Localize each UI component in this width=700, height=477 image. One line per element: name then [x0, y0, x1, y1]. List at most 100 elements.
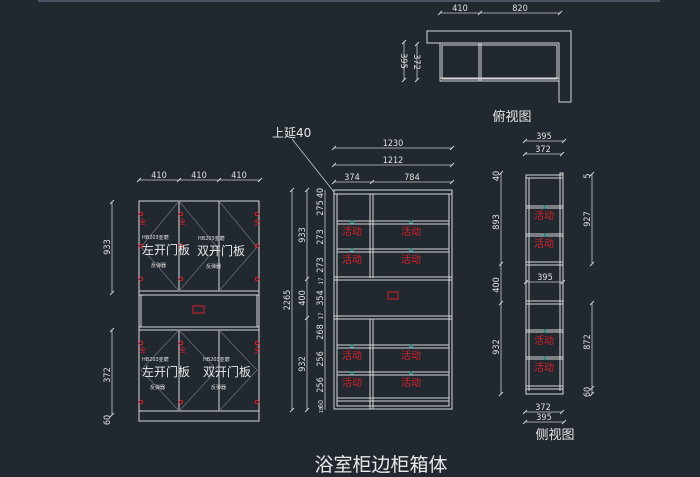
dim-text: 5 [583, 173, 593, 178]
drawing-title: 浴室柜边柜箱体 [314, 454, 447, 476]
dim-text: 893 [492, 214, 502, 229]
countertop-outline [426, 30, 572, 103]
svg-text:60: 60 [317, 400, 325, 408]
dim-text: 395 [536, 132, 551, 142]
dim-text: 395 [536, 413, 551, 423]
dim-text: 372 [535, 403, 550, 413]
dim-text: 1212 [383, 156, 404, 166]
svg-text:活动: 活动 [401, 226, 421, 238]
dim-text: 400 [298, 290, 308, 305]
svg-text:全: 全 [179, 217, 186, 226]
dim-text: 372 [411, 54, 421, 69]
svg-text:256: 256 [316, 377, 326, 392]
kick-board [336, 397, 450, 402]
svg-text:17: 17 [318, 278, 325, 285]
adjustable-shelf-labels: 活动 活动 活动 活动 [534, 210, 554, 374]
svg-text:活动: 活动 [342, 350, 362, 362]
svg-text:273: 273 [316, 229, 326, 244]
dim-text: 374 [344, 173, 359, 183]
svg-text:活动: 活动 [401, 254, 421, 266]
dim-text: 60 [103, 415, 113, 425]
handle-cutout [192, 305, 205, 314]
panel-hardware: 反弹器 [206, 263, 221, 270]
dim-text: 372 [535, 145, 550, 155]
dim-text: 410 [151, 171, 166, 181]
svg-text:18: 18 [319, 407, 325, 413]
dim-text: 933 [298, 227, 308, 242]
dim-text: 784 [404, 173, 419, 183]
cabinet-plan [439, 42, 560, 82]
dim-text: 372 [103, 367, 113, 382]
panel-hardware: 反弹器 [211, 384, 226, 391]
shelf [336, 344, 450, 349]
shelf [336, 248, 450, 253]
svg-text:全: 全 [254, 217, 261, 226]
open-compartment [140, 294, 258, 328]
dim-text: 410 [452, 4, 467, 14]
hinge-symbols: 全全全 全全全 [139, 217, 261, 354]
dim-text: 927 [583, 211, 593, 226]
panel-name: 左开门板 [142, 242, 190, 257]
top-view: 410 820 395 372 俯视图 [398, 4, 572, 125]
leader-line [291, 138, 335, 193]
dim-text: 395 [398, 53, 408, 68]
svg-text:活动: 活动 [534, 362, 554, 374]
dim-text: 1230 [383, 139, 404, 149]
svg-text:268: 268 [316, 324, 326, 339]
svg-text:活动: 活动 [401, 350, 421, 362]
canvas-top-border [38, 0, 660, 2]
side-outline [525, 174, 564, 395]
dim-text: 872 [583, 334, 593, 349]
panel-model: HB203亚磨 [203, 356, 230, 363]
detail-dims: 40 275 273 273 17 354 17 268 256 256 60 … [316, 188, 326, 413]
side-view: 395 372 40 893 400 932 5 927 872 60 395 [492, 132, 595, 443]
shelf [336, 220, 450, 225]
svg-text:全: 全 [254, 345, 261, 354]
panel-hardware: 反弹器 [150, 384, 165, 391]
dim-text: 820 [512, 4, 527, 14]
side-view-label: 侧视图 [535, 428, 574, 443]
svg-text:全: 全 [139, 217, 146, 226]
shelf-pin-markers [350, 220, 413, 375]
shelf-pin-markers [543, 205, 547, 360]
hinge-markers [138, 211, 260, 405]
svg-text:40: 40 [316, 188, 326, 198]
dim-text: 400 [492, 277, 502, 292]
svg-text:256: 256 [316, 351, 326, 366]
panel-model: HB203亚磨 [142, 234, 169, 241]
dim-text: 40 [492, 171, 502, 181]
svg-text:全: 全 [139, 345, 146, 354]
panel-model: HB203亚磨 [142, 356, 169, 363]
svg-text:273: 273 [316, 257, 326, 272]
svg-text:全: 全 [179, 345, 186, 354]
panel-name: 左开门板 [142, 364, 190, 379]
dim-text: 933 [103, 239, 113, 254]
carcass-outline [333, 189, 453, 410]
dim-text: 932 [492, 339, 502, 354]
svg-text:活动: 活动 [534, 238, 554, 250]
dim-text: 410 [231, 171, 246, 181]
panel-name: 双开门板 [197, 243, 245, 258]
svg-text:活动: 活动 [534, 210, 554, 222]
handle-cutout [387, 291, 399, 300]
shelf [336, 371, 450, 376]
svg-text:活动: 活动 [401, 377, 421, 389]
svg-text:活动: 活动 [342, 226, 362, 238]
dim-text: 395 [537, 273, 552, 283]
svg-text:活动: 活动 [342, 377, 362, 389]
dim-text: 60 [583, 387, 593, 397]
front-doors-view: 410 410 410 933 372 60 [103, 171, 263, 425]
svg-text:活动: 活动 [534, 335, 554, 347]
leader-note: 上延40 [272, 126, 311, 140]
panel-hardware: 反弹器 [151, 262, 166, 269]
fixed-board [333, 315, 453, 320]
panel-name: 双开门板 [203, 364, 251, 379]
dim-text: 932 [298, 356, 308, 371]
fixed-board [333, 276, 453, 281]
front-carcass-view: 上延40 1230 1212 374 784 2265 933 400 932 … [272, 126, 455, 413]
dim-text: 2265 [283, 290, 293, 311]
top-view-label: 俯视图 [492, 109, 531, 125]
svg-text:活动: 活动 [342, 254, 362, 266]
svg-text:354: 354 [316, 290, 326, 305]
